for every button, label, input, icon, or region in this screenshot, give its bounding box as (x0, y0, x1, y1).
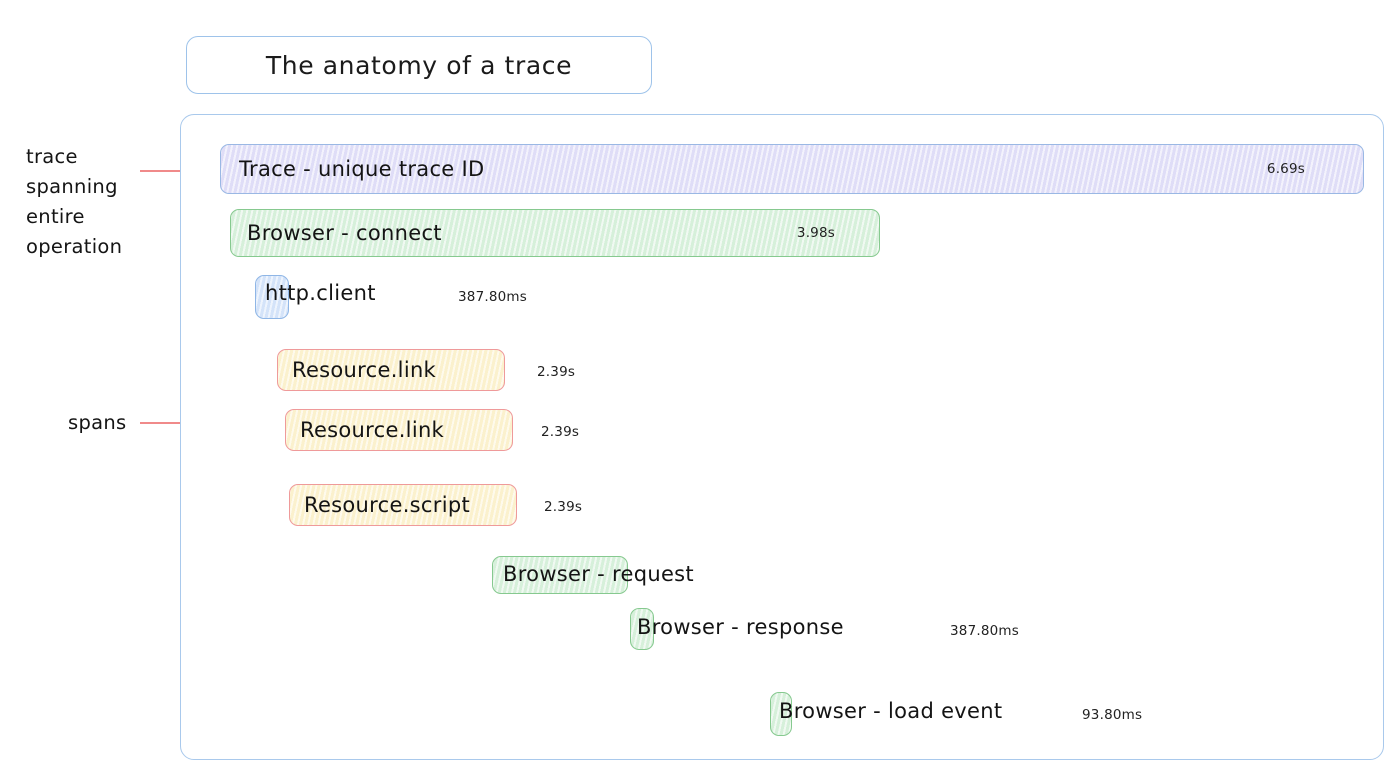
span-duration-resource-script: 2.39s (544, 499, 583, 515)
span-bar-browser-load-event[interactable] (770, 692, 792, 736)
annotation-trace-label: trace spanning entire operation (26, 145, 123, 258)
span-label: Resource.script (304, 493, 470, 517)
span-label: Browser - connect (247, 221, 442, 245)
span-label-http-client: http.client (265, 281, 376, 305)
span-duration-browser-response: 387.80ms (950, 623, 1020, 639)
span-duration-http-client: 387.80ms (458, 289, 528, 305)
span-label-browser-load-event: Browser - load event (779, 699, 1003, 723)
span-bar-browser-response[interactable] (630, 608, 654, 650)
span-bar-http-client[interactable] (255, 275, 289, 319)
annotation-spans-label: spans (68, 411, 127, 434)
span-duration-resource-link-1: 2.39s (537, 364, 576, 380)
span-label: Resource.link (300, 418, 445, 442)
span-duration: 6.69s (1266, 161, 1305, 177)
span-label: Trace - unique trace ID (239, 157, 485, 181)
span-label-browser-response: Browser - response (637, 615, 844, 639)
diagram-title-box: The anatomy of a trace (186, 36, 652, 94)
span-bar-resource-link-1[interactable]: Resource.link (277, 349, 505, 391)
span-duration-browser-load-event: 93.80ms (1082, 707, 1143, 723)
span-duration: 3.98s (796, 225, 835, 241)
span-label: Resource.link (292, 358, 437, 382)
span-bar-browser-connect[interactable]: Browser - connect 3.98s (230, 209, 880, 257)
trace-connector-line (140, 170, 216, 172)
span-bar-browser-request[interactable] (492, 556, 628, 594)
span-label-browser-request: Browser - request (503, 562, 694, 586)
span-bar-resource-link-2[interactable]: Resource.link (285, 409, 513, 451)
span-bar-trace[interactable]: Trace - unique trace ID 6.69s (220, 144, 1364, 194)
span-bar-resource-script[interactable]: Resource.script (289, 484, 517, 526)
span-duration-resource-link-2: 2.39s (541, 424, 580, 440)
spans-connector-line (140, 422, 216, 424)
page-title: The anatomy of a trace (265, 50, 573, 80)
